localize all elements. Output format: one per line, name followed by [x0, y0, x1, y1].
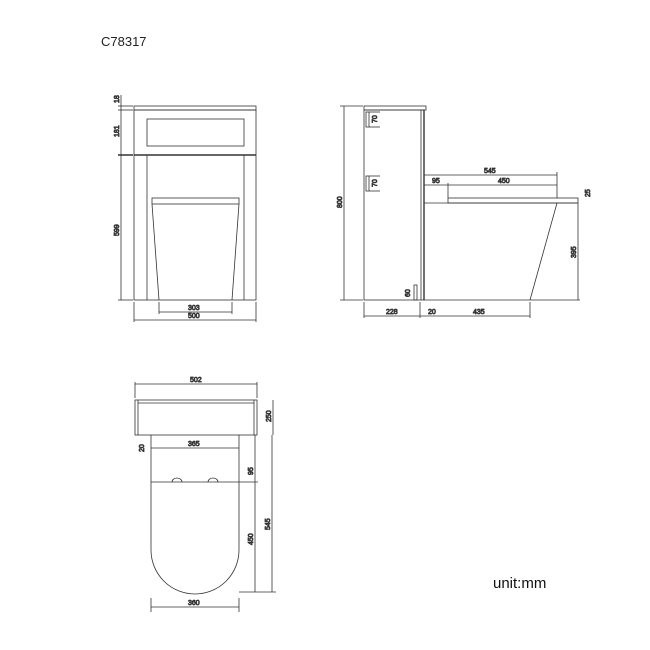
- side-view: 70 70 60 800 545 95 450 395 25 228 20 43…: [337, 105, 592, 318]
- svg-text:70: 70: [372, 179, 379, 187]
- model-number: C78317: [101, 34, 147, 49]
- svg-text:20: 20: [139, 444, 146, 452]
- svg-text:800: 800: [337, 196, 344, 208]
- svg-text:95: 95: [432, 178, 440, 185]
- svg-text:545: 545: [484, 168, 496, 175]
- svg-text:545: 545: [265, 518, 272, 530]
- svg-text:395: 395: [571, 246, 578, 258]
- top-view: 502 250 20 365 95 450 545 360: [134, 377, 276, 612]
- svg-text:95: 95: [248, 467, 255, 475]
- svg-text:228: 228: [386, 309, 398, 316]
- unit-label: unit:mm: [493, 575, 547, 592]
- svg-text:25: 25: [585, 189, 592, 197]
- svg-text:250: 250: [266, 410, 273, 422]
- svg-text:70: 70: [372, 115, 379, 123]
- svg-text:60: 60: [405, 289, 412, 297]
- dim-front-cabinet-top: 181: [114, 125, 121, 137]
- dim-front-top-cap: 18: [114, 95, 121, 103]
- dim-front-body: 599: [114, 224, 121, 236]
- svg-text:450: 450: [248, 533, 255, 545]
- front-view: 18 181 599 303 500: [114, 95, 257, 322]
- dim-front-width: 500: [188, 313, 200, 320]
- svg-text:20: 20: [428, 309, 436, 316]
- svg-text:365: 365: [188, 441, 200, 448]
- svg-text:450: 450: [498, 178, 510, 185]
- svg-text:435: 435: [473, 309, 485, 316]
- svg-text:502: 502: [190, 377, 202, 384]
- dim-front-pan-base: 303: [188, 305, 200, 312]
- svg-text:360: 360: [188, 600, 200, 607]
